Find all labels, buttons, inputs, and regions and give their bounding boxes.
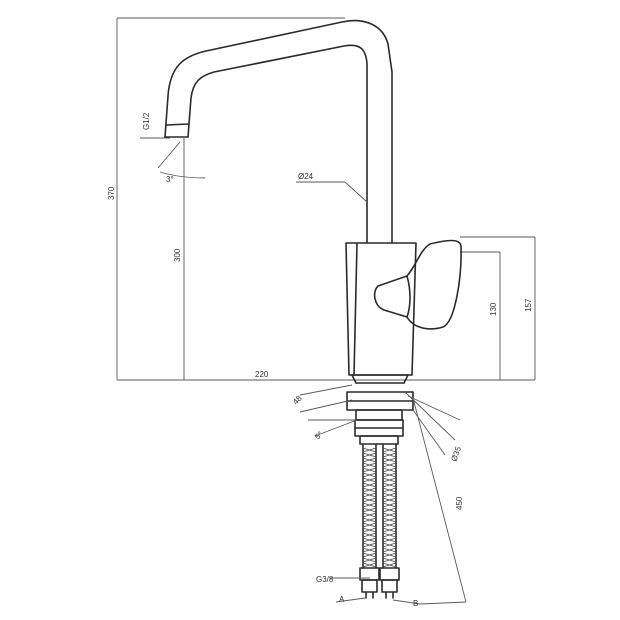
hose-braid-stroke xyxy=(362,482,377,488)
hose-braid-stroke xyxy=(382,472,397,478)
base-diameter-label: 48 xyxy=(291,393,304,406)
hose-braid-stroke xyxy=(362,447,377,453)
hole-diameter-label: Ø35 xyxy=(449,445,463,463)
hose-braid-stroke xyxy=(382,467,397,473)
reach-label: 220 xyxy=(255,370,269,379)
total-height-label: 370 xyxy=(107,186,116,200)
hose-braid-stroke xyxy=(382,552,397,558)
mounting-base xyxy=(346,374,414,445)
hose-braid-stroke xyxy=(362,492,377,498)
hose-braid-stroke xyxy=(382,517,397,523)
hose-braid-stroke xyxy=(382,527,397,533)
hose-braid-stroke xyxy=(362,457,377,463)
hose-braid-stroke xyxy=(362,452,377,458)
connection-label: G3/8 xyxy=(316,575,334,584)
hose-braid-stroke xyxy=(382,497,397,503)
hose-braid-stroke xyxy=(362,522,377,528)
hose-braid-stroke xyxy=(382,477,397,483)
lever-height-label: 130 xyxy=(489,302,498,316)
hose-braid-stroke xyxy=(382,482,397,488)
lever-handle xyxy=(373,239,462,330)
hose-braid-stroke xyxy=(382,457,397,463)
faucet-body xyxy=(345,242,417,376)
body-height-label: 157 xyxy=(524,298,533,312)
hose-braid-stroke xyxy=(362,507,377,513)
hose-braid-stroke xyxy=(382,492,397,498)
hose-braid-stroke xyxy=(362,512,377,518)
hose-braid-stroke xyxy=(382,507,397,513)
spout-diameter-label: Ø24 xyxy=(298,172,314,181)
nut-b-label: B xyxy=(413,599,418,608)
hose-braid-stroke xyxy=(382,487,397,493)
hose-braid-stroke xyxy=(362,557,377,563)
hose-braid-stroke xyxy=(382,452,397,458)
spout-height-label: 300 xyxy=(173,248,182,262)
spout xyxy=(164,19,393,244)
hose-braid-stroke xyxy=(362,467,377,473)
hose-braid-stroke xyxy=(362,532,377,538)
hose-braid-stroke xyxy=(362,517,377,523)
hose-braid-stroke xyxy=(382,537,397,543)
hose-length-label: 450 xyxy=(455,496,464,510)
angle-label: 3° xyxy=(166,175,174,184)
hose-braid-stroke xyxy=(382,547,397,553)
hose-braid-stroke xyxy=(362,502,377,508)
hose-braid-stroke xyxy=(362,552,377,558)
hose-braid-stroke xyxy=(382,512,397,518)
hose-braid-stroke xyxy=(382,522,397,528)
hose-braid-stroke xyxy=(362,527,377,533)
dimension-frame xyxy=(116,17,536,381)
supply-hoses xyxy=(359,443,400,599)
hose-braid-stroke xyxy=(362,477,377,483)
hose-braid-stroke xyxy=(382,502,397,508)
mount-angle-label: 5° xyxy=(313,430,325,442)
hose-braid-stroke xyxy=(382,542,397,548)
hose-braid-stroke xyxy=(382,462,397,468)
hose-braid-stroke xyxy=(362,462,377,468)
hose-braid-stroke xyxy=(362,497,377,503)
hose-braid-stroke xyxy=(362,537,377,543)
hose-braid-stroke xyxy=(362,562,377,568)
leader-lines xyxy=(157,141,467,605)
hose-braid-stroke xyxy=(382,562,397,568)
hose-braid-stroke xyxy=(362,542,377,548)
hose-braid-stroke xyxy=(362,547,377,553)
hose-braid-stroke xyxy=(362,472,377,478)
nut-a-label: A xyxy=(339,595,345,604)
hose-braid-stroke xyxy=(382,532,397,538)
hose-braid-stroke xyxy=(382,447,397,453)
dimension-labels: 370 300 G1/2 3° Ø24 130 157 220 48 5° Ø3… xyxy=(107,112,533,608)
hose-braid-stroke xyxy=(382,557,397,563)
hose-braid-stroke xyxy=(362,487,377,493)
thread-label: G1/2 xyxy=(142,112,151,130)
